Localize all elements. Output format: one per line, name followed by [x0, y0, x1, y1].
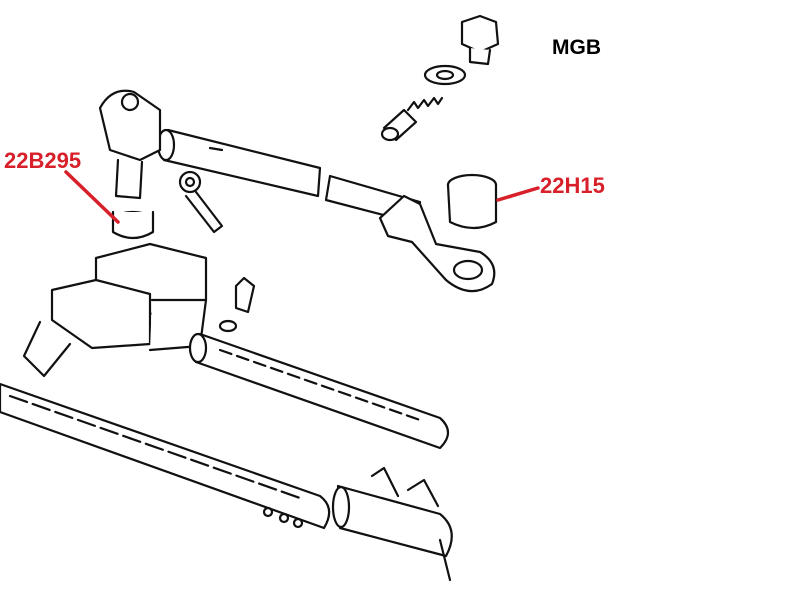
eye-pin: [178, 170, 224, 234]
part-label-22B295: 22B295: [4, 148, 82, 173]
part-label-22H15: 22H15: [540, 173, 605, 198]
small-pin: [218, 276, 256, 333]
callout-line-22B295: [64, 170, 120, 224]
lower-collar: [331, 466, 453, 582]
selector-block: [22, 242, 208, 378]
middle-shaft: [188, 332, 450, 450]
ball-joint-assembly: [98, 89, 162, 240]
fork-lever: [378, 194, 496, 293]
lower-shaft: [0, 382, 331, 530]
bolt-assembly: [380, 14, 500, 142]
callout-line-22H15: [496, 186, 540, 202]
model-title: MGB: [552, 36, 601, 59]
cylindrical-bushing: [446, 173, 498, 230]
